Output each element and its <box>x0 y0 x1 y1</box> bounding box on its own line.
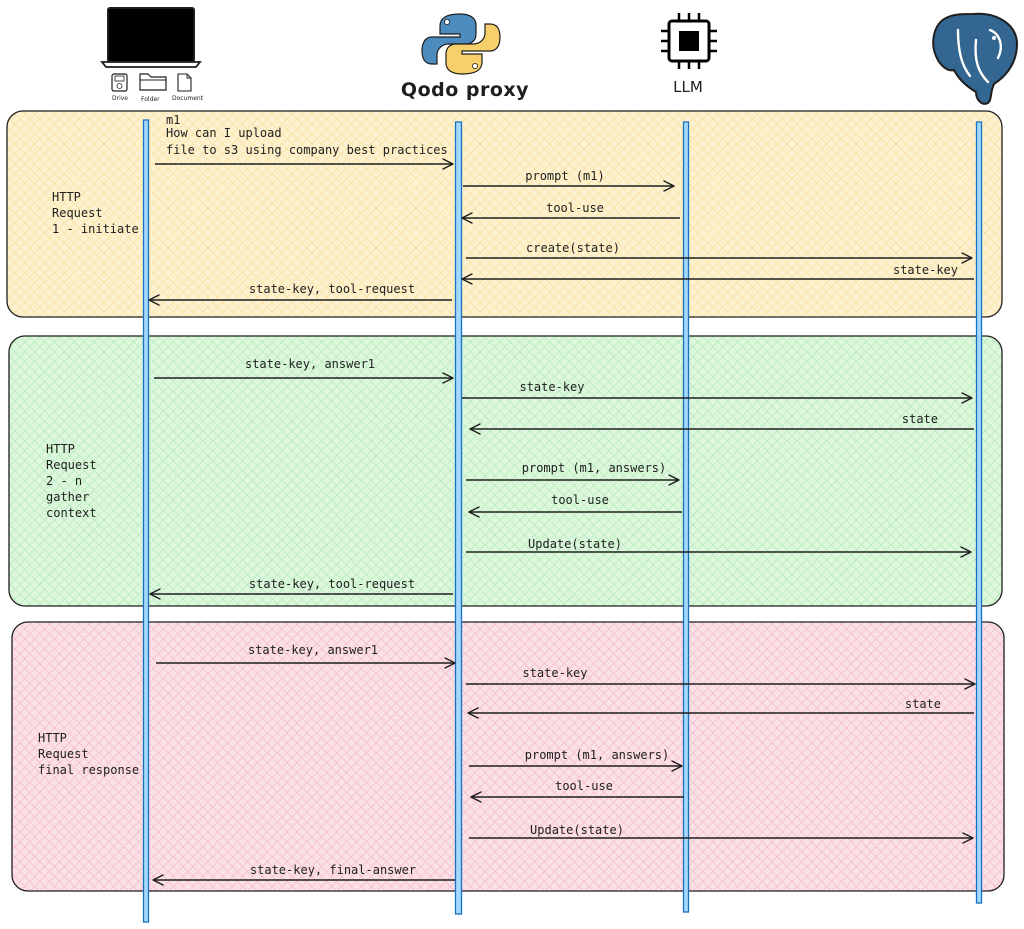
message-arrow: prompt (m1, answers) <box>466 461 680 486</box>
message-arrow: Update(state) <box>469 823 974 844</box>
lifelines <box>142 119 983 923</box>
message-label: prompt (m1, answers) <box>522 461 667 475</box>
phase-label-line: final response <box>38 763 139 777</box>
message-label: state-key, final-answer <box>250 863 416 877</box>
message-arrow: tool-use <box>468 493 682 518</box>
lifeline-llm <box>682 121 690 913</box>
message-label: state <box>905 697 941 711</box>
phase-label-line: 1 - initiate <box>52 222 139 236</box>
message-arrow: state-key, final-answer <box>152 863 455 886</box>
phase-label-line: gather <box>46 490 89 504</box>
document-icon-label: Document <box>172 95 204 102</box>
message-arrow: prompt (m1) <box>463 169 675 192</box>
message-label: state-key <box>522 666 587 680</box>
message-arrow: state-key <box>466 666 976 690</box>
message-label-line: file to s3 using company best practices <box>166 143 448 157</box>
llm-label: LLM <box>673 78 703 96</box>
message-arrow: tool-use <box>470 779 684 803</box>
message-label: prompt (m1, answers) <box>525 748 670 762</box>
message-label: state-key, tool-request <box>249 577 415 591</box>
message-arrow: state-key, tool-request <box>149 577 453 600</box>
phase-label-line: HTTP <box>52 190 81 204</box>
postgres-participant <box>932 12 1019 105</box>
lifeline-qodo-proxy <box>454 121 463 915</box>
message-arrow: m1 How can I upload file to s3 using com… <box>155 113 454 170</box>
message-arrow: state-key <box>461 263 974 285</box>
message-label: Update(state) <box>530 823 624 837</box>
chip-icon <box>661 13 717 69</box>
phase-label-line: context <box>46 506 97 520</box>
client-participant: Drive Folder Document <box>100 7 204 103</box>
message-label-line: How can I upload <box>166 126 282 140</box>
message-label: state-key <box>519 380 584 394</box>
phase-label-gather-context: HTTP Request 2 - n gather context <box>46 442 104 520</box>
drive-icon <box>111 73 128 92</box>
message-arrow: Update(state) <box>466 537 972 558</box>
folder-icon <box>139 73 167 91</box>
message-arrow: state <box>467 697 974 719</box>
phase-label-initiate: HTTP Request 1 - initiate <box>52 190 139 236</box>
message-label: tool-use <box>546 201 604 215</box>
message-arrow: state-key, tool-request <box>148 282 452 306</box>
folder-icon-label: Folder <box>141 96 160 103</box>
phase-label-line: HTTP <box>38 731 67 745</box>
phase-region-gather-context <box>8 335 1003 607</box>
phase-label-line: HTTP <box>46 442 75 456</box>
message-arrow: create(state) <box>466 241 973 264</box>
message-label: Update(state) <box>528 537 622 551</box>
lifeline-client <box>142 119 150 923</box>
phase-label-line: Request <box>46 458 97 472</box>
message-label: tool-use <box>555 779 613 793</box>
message-arrow: state-key <box>462 380 973 404</box>
qodo-proxy-label: Qodo proxy <box>401 79 529 101</box>
message-arrow: state-key, answer1 <box>156 643 456 669</box>
message-arrow: state-key, answer1 <box>154 357 454 384</box>
message-arrow: prompt (m1, answers) <box>469 748 683 772</box>
message-label-line: m1 <box>166 113 180 127</box>
laptop-icon <box>100 7 202 68</box>
phase-region-initiate <box>6 110 1003 318</box>
lifeline-postgres <box>975 121 983 904</box>
llm-participant: LLM <box>661 13 717 96</box>
message-arrow: state <box>469 412 974 435</box>
message-label: m1 How can I upload file to s3 using com… <box>166 113 448 157</box>
message-label: state <box>902 412 938 426</box>
message-label: tool-use <box>551 493 609 507</box>
python-logo-icon <box>421 13 501 75</box>
postgres-elephant-icon <box>932 12 1019 105</box>
phase-regions <box>6 110 1005 892</box>
phase-label-line: 2 - n <box>46 474 82 488</box>
qodo-proxy-participant: Qodo proxy <box>401 13 529 101</box>
drive-icon-label: Drive <box>112 95 128 102</box>
message-label: prompt (m1) <box>525 169 604 183</box>
phase-label-line: Request <box>52 206 103 220</box>
message-label: state-key, answer1 <box>248 643 378 657</box>
document-icon <box>177 73 192 92</box>
phase-region-final-response <box>11 621 1005 892</box>
message-label: state-key <box>893 263 958 277</box>
message-arrow: tool-use <box>461 201 680 224</box>
message-label: create(state) <box>526 241 620 255</box>
phase-label-final-response: HTTP Request final response <box>38 731 139 777</box>
message-label: state-key, tool-request <box>249 282 415 296</box>
phase-label-line: Request <box>38 747 89 761</box>
message-label: state-key, answer1 <box>245 357 375 371</box>
